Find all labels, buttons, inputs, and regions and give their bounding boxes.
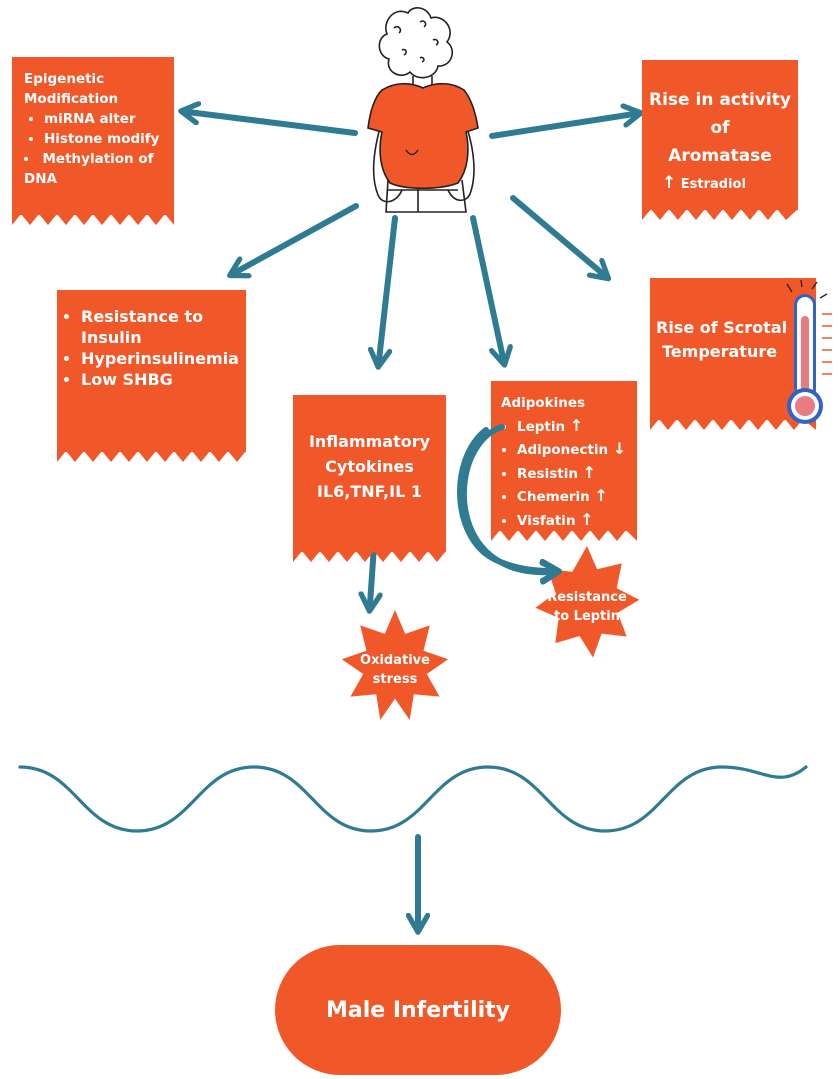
zigzag-edge [57, 451, 246, 462]
adipokine-label: Resistin [517, 465, 578, 482]
list-item: Resistance to Insulin [81, 306, 242, 348]
epigenetic-modification-box: Epigenetic Modification miRNA alter Hist… [12, 57, 174, 225]
increase-arrow-icon: ↑ [580, 509, 594, 529]
list-item: Histone modify [44, 129, 168, 149]
wave-divider [18, 765, 808, 833]
list-item: Leptin ↑ [517, 415, 633, 439]
adipokines-box: Adipokines Leptin ↑ Adiponectin ↓ Resist… [491, 381, 637, 541]
list-item: miRNA alter [44, 109, 168, 129]
arrow-to-oxidative [370, 543, 374, 604]
arrow-to-adipokines [470, 215, 503, 358]
thermometer-icon [786, 280, 832, 424]
arrow-to-scrotal [510, 195, 603, 274]
increase-arrow-icon: ↑ [582, 462, 597, 482]
leptin-resistance-label: Resistance to Leptin [547, 590, 627, 624]
estradiol-label: Estradiol [680, 177, 746, 192]
list-item: Hyperinsulinemia [81, 348, 242, 369]
adipokine-label: Leptin [517, 418, 566, 435]
decrease-arrow-icon: ↓ [612, 439, 627, 458]
male-infertility-pill: Male Infertility [275, 945, 561, 1075]
arrow-to-epigenetic [188, 112, 358, 136]
aromatase-line-2: of [710, 118, 730, 138]
list-item: Resistin ↑ [517, 462, 633, 486]
inflammatory-cytokines-box: Inflammatory Cytokines IL6,TNF,IL 1 [293, 395, 446, 562]
zigzag-edge [650, 419, 816, 430]
increase-arrow-icon: ↑ [594, 486, 608, 505]
male-infertility-label: Male Infertility [325, 997, 511, 1023]
insulin-resistance-box: Resistance to Insulin Hyperinsulinemia L… [57, 290, 246, 462]
list-item: Adiponectin ↓ [517, 438, 633, 462]
adipokine-label: Adiponectin [517, 442, 609, 458]
arrow-to-cytokines [379, 215, 398, 360]
scrotal-temperature-box: Rise of Scrotal Temperature [650, 278, 816, 430]
oxidative-stress-label: Oxidative stress [360, 653, 430, 687]
zigzag-edge [642, 209, 798, 220]
list-item: Chemerin ↑ [517, 485, 633, 509]
zigzag-edge [491, 530, 637, 541]
oxidative-stress-burst [341, 610, 449, 720]
arrow-to-aromatase [489, 114, 634, 139]
zigzag-edge [293, 551, 446, 562]
epigenetic-title: Epigenetic [24, 71, 105, 87]
increase-arrow-icon: ↑ [569, 415, 584, 435]
aromatase-box: Rise in activity of Aromatase ↑ Estradio… [642, 60, 798, 220]
adipokine-label: Chemerin [517, 489, 590, 505]
adipokine-label: Visfatin [517, 512, 576, 529]
increase-arrow-icon: ↑ [662, 173, 677, 193]
person-shirt [367, 82, 479, 189]
cytokines-line-2: Cytokines [325, 457, 414, 476]
scrotal-line-2: Temperature [662, 342, 778, 361]
aromatase-line-1: Rise in activity [649, 90, 791, 110]
cytokines-line-1: Inflammatory [308, 432, 431, 451]
aromatase-line-3: Aromatase [668, 146, 772, 166]
scrotal-line-1: Rise of Scrotal [656, 318, 788, 337]
epigenetic-title-2: Modification [24, 91, 119, 107]
arrow-to-insulin [236, 203, 359, 272]
adipokines-title: Adipokines [501, 395, 586, 411]
list-item: Low SHBG [81, 369, 242, 390]
cytokines-line-3: IL6,TNF,IL 1 [317, 482, 422, 501]
list-item: Visfatin ↑ [517, 509, 633, 533]
list-item: Methylation of DNA [24, 149, 168, 189]
zigzag-edge [12, 214, 174, 225]
